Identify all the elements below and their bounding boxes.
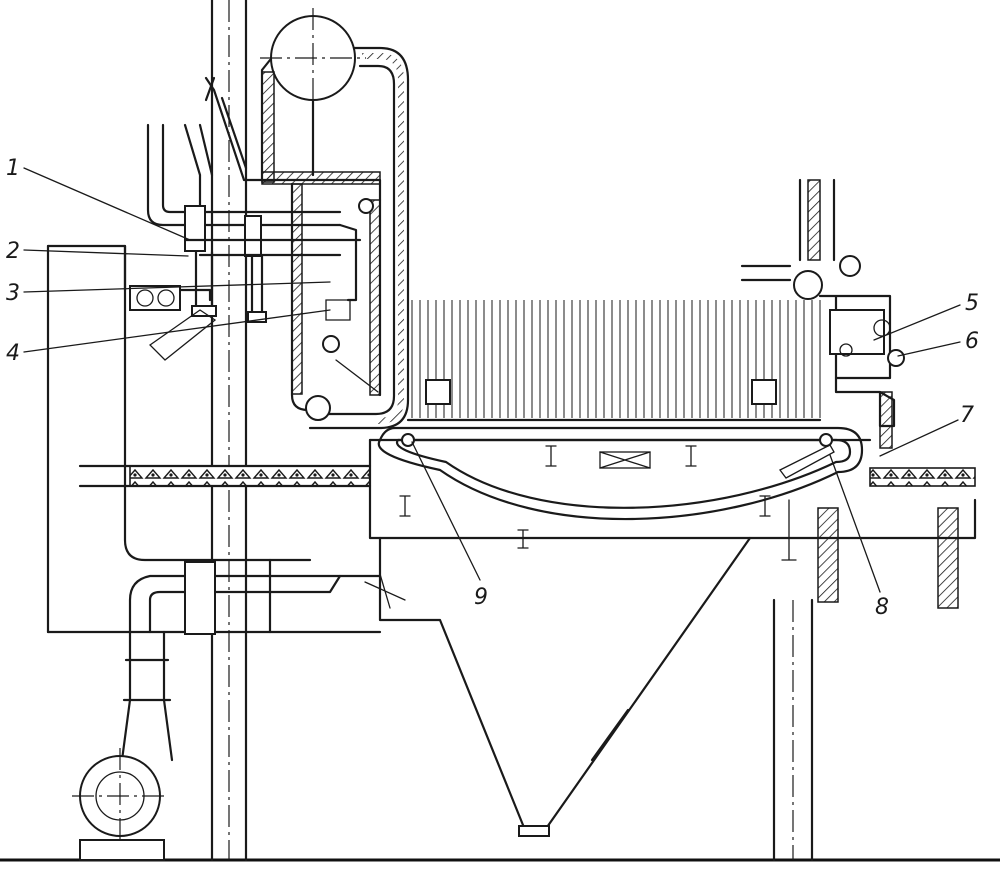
chain-grate	[377, 426, 864, 521]
i-beam-supports	[399, 445, 797, 561]
callout-1: 1	[6, 156, 20, 181]
callout-4: 4	[6, 341, 20, 366]
furnace-front-wall	[260, 58, 382, 421]
callout-leaders	[23, 167, 961, 593]
blower-fan	[72, 630, 174, 861]
air-duct	[128, 558, 382, 635]
ash-hopper	[364, 536, 752, 837]
rear-wall	[740, 178, 905, 449]
callout-3: 3	[6, 281, 20, 306]
steam-drum	[260, 8, 366, 177]
grate-floor	[78, 464, 976, 488]
air-piping	[146, 123, 362, 361]
callout-9: 9	[474, 585, 488, 610]
callout-2: 2	[6, 239, 20, 264]
fuel-chute	[204, 76, 264, 182]
callout-6: 6	[965, 329, 979, 354]
tube-screen-headers	[406, 379, 822, 422]
grate-frame	[368, 438, 977, 609]
callout-7: 7	[960, 403, 974, 428]
vertical-riser-column	[210, 0, 248, 862]
callout-5: 5	[965, 291, 979, 316]
callout-8: 8	[875, 595, 889, 620]
callout-labels: 1 2 3 4 5 6 7 8 9	[6, 156, 979, 620]
downcomer-loop	[308, 46, 410, 430]
rear-support-column	[772, 598, 814, 862]
